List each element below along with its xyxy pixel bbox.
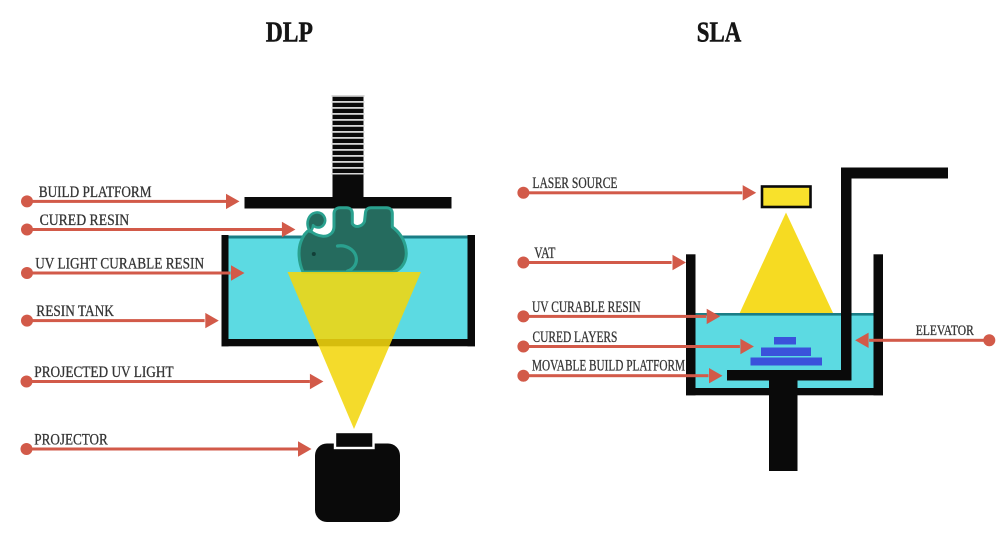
svg-text:PROJECTOR: PROJECTOR: [34, 431, 108, 448]
svg-text:LASER SOURCE: LASER SOURCE: [532, 175, 617, 192]
svg-text:VAT: VAT: [534, 245, 555, 262]
svg-text:SLA: SLA: [697, 17, 742, 48]
svg-text:DLP: DLP: [266, 17, 313, 48]
svg-text:MOVABLE BUILD PLATFORM: MOVABLE BUILD PLATFORM: [532, 358, 685, 375]
svg-text:RESIN TANK: RESIN TANK: [36, 303, 114, 320]
svg-text:PROJECTED UV LIGHT: PROJECTED UV LIGHT: [34, 364, 174, 381]
svg-text:BUILD PLATFORM: BUILD PLATFORM: [39, 184, 152, 201]
svg-text:UV LIGHT CURABLE RESIN: UV LIGHT CURABLE RESIN: [35, 255, 204, 272]
svg-text:UV CURABLE RESIN: UV CURABLE RESIN: [532, 299, 641, 316]
svg-text:ELEVATOR: ELEVATOR: [916, 323, 974, 339]
svg-text:CURED RESIN: CURED RESIN: [40, 212, 130, 229]
svg-text:CURED LAYERS: CURED LAYERS: [533, 329, 618, 346]
